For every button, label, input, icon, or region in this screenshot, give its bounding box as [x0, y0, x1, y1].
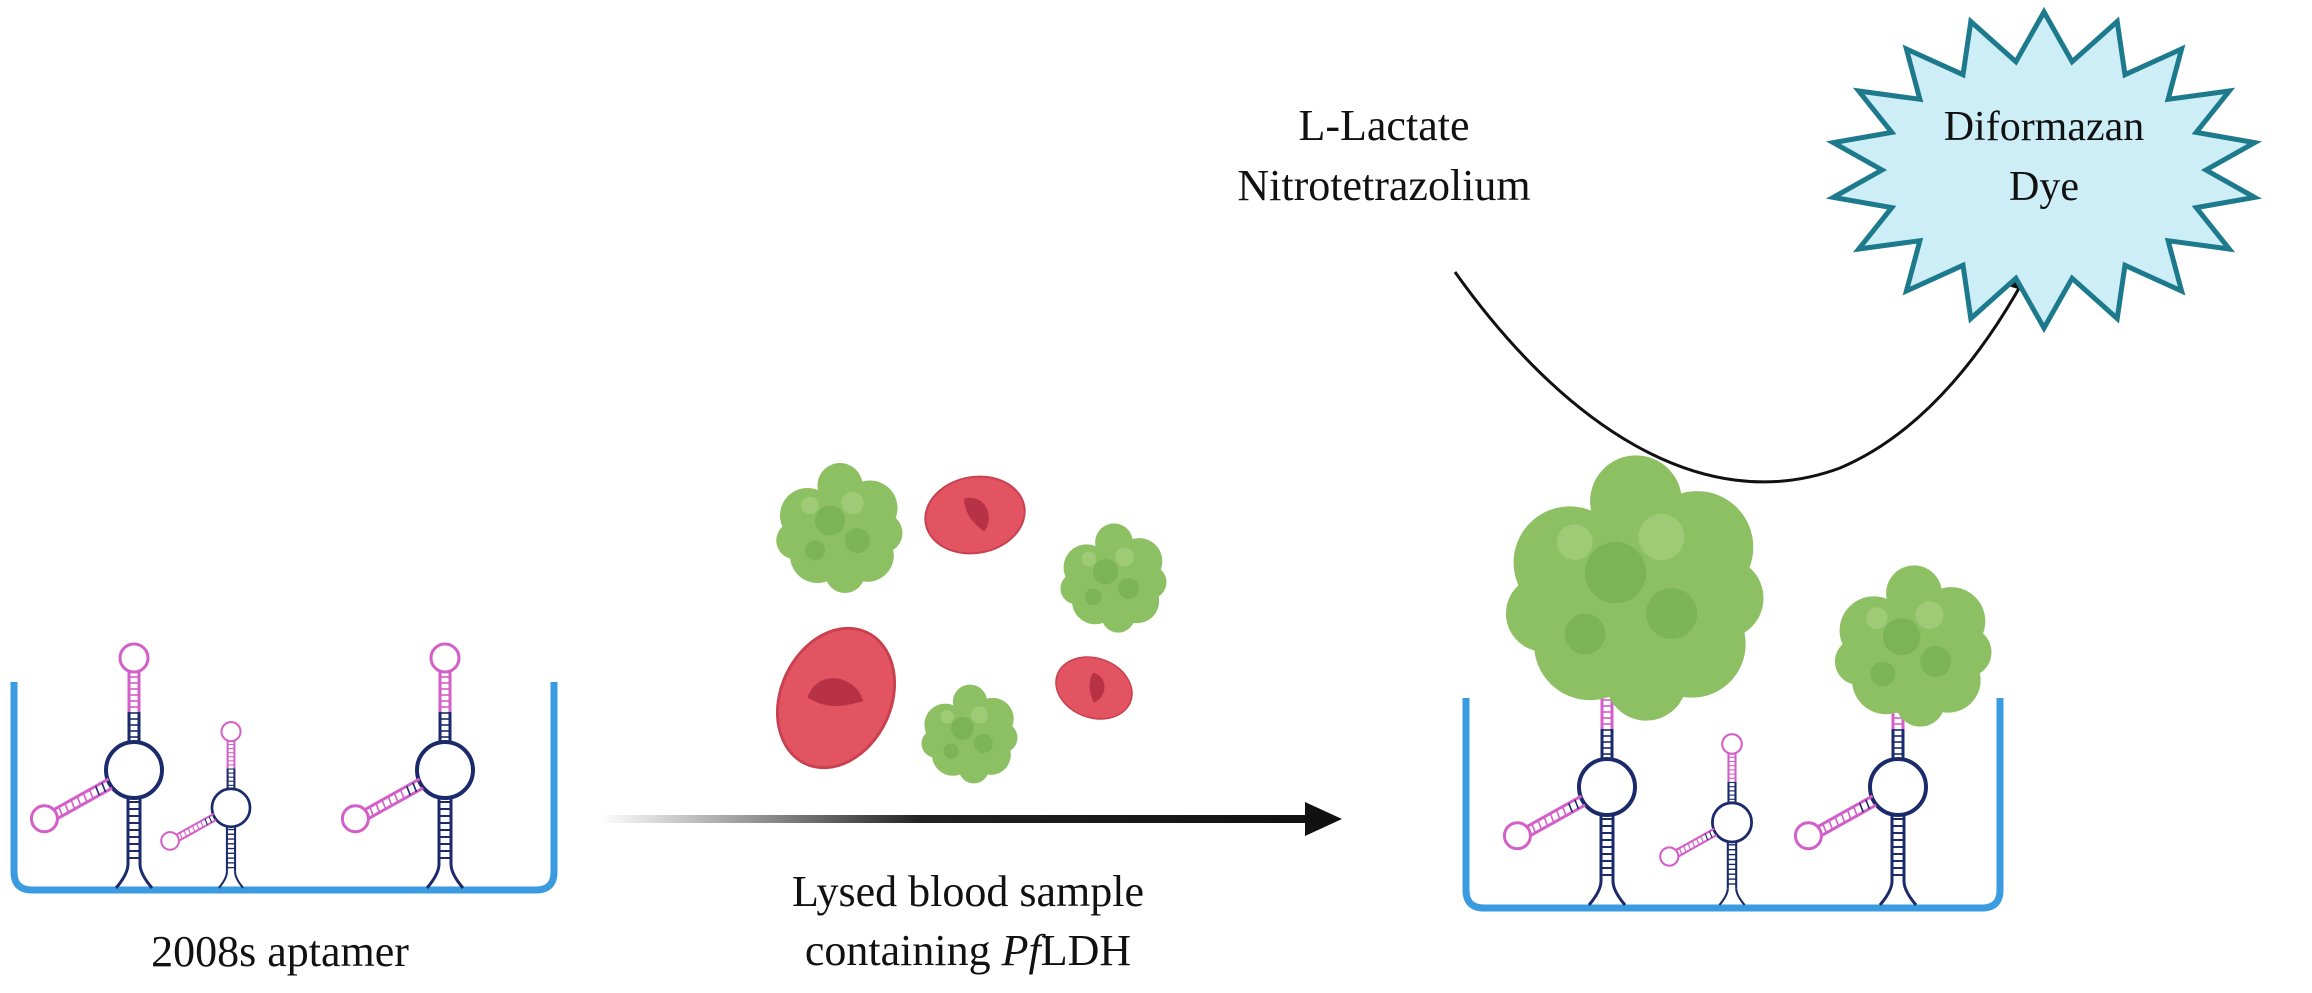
aptamer-hairpin-loop: [1721, 733, 1743, 755]
aptamer-foot: [1718, 888, 1746, 906]
aptamer-arm-loop: [1793, 821, 1823, 851]
process-arrow-head: [1305, 802, 1342, 836]
aptamer-left-2: [160, 721, 252, 889]
aptamer-foot: [425, 863, 465, 889]
aptamer-arm-loop: [1502, 821, 1532, 851]
red-blood-cell-1: [918, 467, 1032, 563]
aptamer-internal-loop: [1711, 801, 1754, 844]
aptamer-arm-loop: [1659, 846, 1680, 867]
aptamer-hairpin-loop: [118, 642, 150, 674]
aptamer-arm-loop: [160, 831, 180, 851]
aptamer-label: 2008s aptamer: [151, 927, 409, 976]
aptamer-foot: [217, 871, 245, 889]
pfldh-protein-1: [776, 463, 903, 593]
left-well: [10, 682, 558, 894]
right-well-group: [1462, 455, 2004, 912]
reaction-curve-arrow: [1453, 271, 2024, 484]
aptamer-internal-loop: [104, 740, 164, 800]
sample-group: Lysed blood sample containing PfLDH: [600, 463, 1342, 975]
diformazan-starburst: [1825, 6, 2263, 334]
aptamer-internal-loop: [1868, 757, 1928, 817]
reaction-group: L-Lactate Nitrotetrazolium Diformazan Dy…: [1237, 6, 2263, 484]
right-well: [1462, 698, 2004, 912]
aptamer-foot: [114, 863, 154, 889]
product-label-line2: Dye: [2009, 164, 2079, 210]
aptamer-right-2: [1659, 733, 1754, 906]
aptamer-arm-loop: [29, 804, 59, 834]
aptamer-foot: [1587, 880, 1627, 906]
sample-label-suffix: LDH: [1041, 926, 1131, 975]
aptamer-internal-loop: [415, 740, 475, 800]
aptamer-hairpin-loop: [220, 721, 242, 743]
pfldh-protein-3: [921, 684, 1018, 784]
aptamer-internal-loop: [1577, 757, 1637, 817]
sample-label-line1: Lysed blood sample: [792, 867, 1144, 916]
sample-label-italic: Pf: [1001, 926, 1047, 975]
process-arrow-shaft: [600, 815, 1315, 823]
bound-pfldh-protein-small: [1834, 565, 1992, 727]
aptamer-hairpin-loop: [429, 642, 461, 674]
aptamer-right-1: [1502, 689, 1637, 906]
bound-pfldh-protein-large: [1505, 455, 1764, 721]
sample-label-prefix: containing: [805, 926, 1002, 975]
aptamer-left-3: [340, 642, 475, 889]
sample-label-line2: containing PfLDH: [805, 926, 1131, 975]
aptamer-internal-loop: [210, 787, 252, 829]
left-well-group: 2008s aptamer: [10, 642, 558, 976]
red-blood-cell-3: [1046, 646, 1142, 730]
aptamer-foot: [1878, 880, 1918, 906]
aptamer-arm-loop: [340, 804, 370, 834]
product-label-line1: Diformazan: [1944, 104, 2145, 150]
substrate-label-line2: Nitrotetrazolium: [1237, 161, 1530, 210]
aptamer-left-1: [29, 642, 164, 889]
pfldh-protein-2: [1060, 523, 1167, 633]
red-blood-cell-2: [753, 607, 919, 789]
substrate-label-line1: L-Lactate: [1299, 101, 1470, 150]
